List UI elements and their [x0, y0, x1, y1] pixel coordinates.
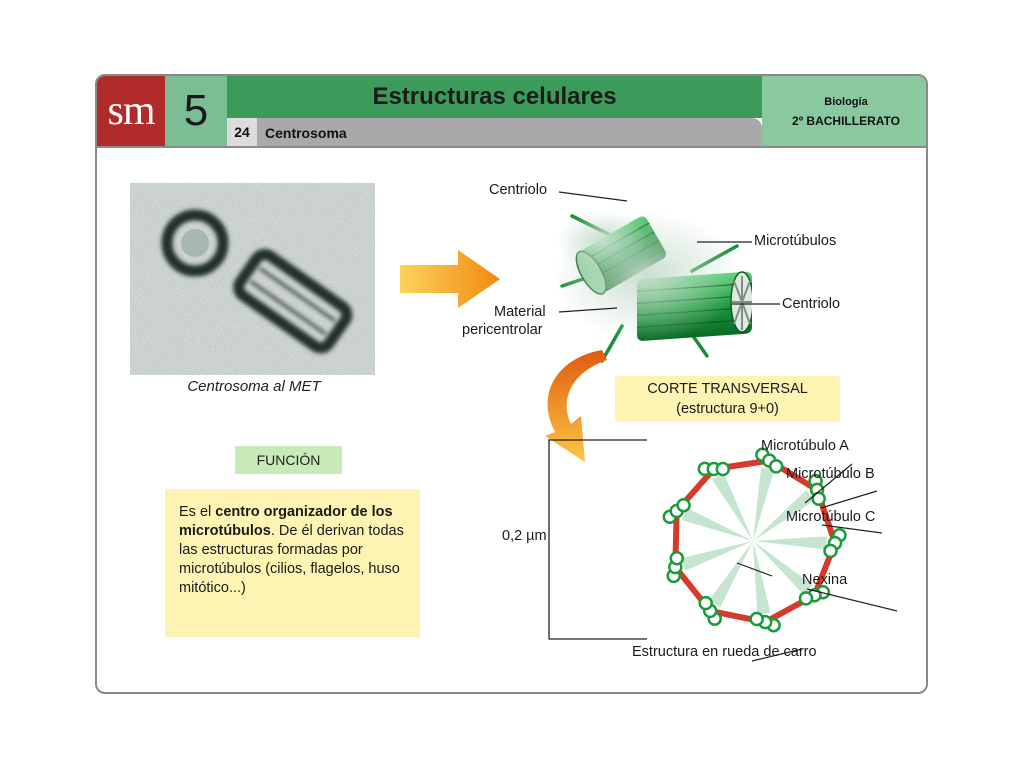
corte-transversal-box: CORTE TRANSVERSAL (estructura 9+0) [615, 376, 840, 422]
centrosome-3d-drawing [552, 211, 752, 363]
radial-spoke [753, 541, 771, 615]
slide-header: sm 5 Estructuras celulares 24 Centrosoma… [97, 76, 926, 146]
subject-label: Biología [824, 96, 868, 108]
section-title: Centrosoma [265, 125, 347, 141]
label-microtubulo-b: Microtúbulo B [786, 466, 875, 482]
corte-subtitle: (estructura 9+0) [676, 401, 779, 417]
description-bold: centro organizador de los microtúbulos [179, 504, 393, 539]
microtubule-circle [715, 461, 731, 477]
curved-arrow-icon [545, 350, 607, 462]
slide-card: sm 5 Estructuras celulares 24 Centrosoma… [95, 74, 928, 694]
label-pericentrolar: pericentrolar [462, 322, 543, 338]
course-badge: Biología 2º BACHILLERATO [762, 76, 926, 146]
description-text: Es el [179, 504, 216, 520]
label-centriolo-right: Centriolo [782, 296, 841, 312]
label-microtubulo-a: Microtúbulo A [761, 438, 849, 454]
section-bar: 24 Centrosoma [227, 118, 762, 146]
sm-logo: sm [97, 76, 165, 146]
photo-caption: Centrosoma al MET [187, 378, 321, 395]
section-number: 24 [227, 118, 257, 146]
label-microtubulos: Microtúbulos [754, 233, 837, 249]
microtubule-circle [823, 543, 838, 559]
description-text-rest: . De él derivan todas las estructuras fo… [179, 523, 404, 596]
microtubule-circle [698, 595, 713, 611]
microtubule-circle [811, 491, 826, 507]
radial-spoke [711, 473, 753, 541]
right-arrow-icon [400, 250, 500, 308]
radial-spoke [681, 507, 753, 541]
microtubule-circle [669, 550, 685, 566]
label-microtubulo-c: Microtúbulo C [786, 509, 876, 525]
page-title: Estructuras celulares [227, 76, 762, 118]
microtubule-circle [798, 591, 814, 606]
scale-label: 0,2 µm [502, 528, 547, 544]
microtubule-circle [768, 459, 784, 474]
header-divider [97, 146, 926, 148]
label-nexina: Nexina [802, 572, 848, 588]
leader-lines-3d [558, 191, 780, 313]
label-rueda-de-carro: Estructura en rueda de carro [632, 644, 817, 660]
radial-spoke [708, 541, 753, 608]
microtubule-circle [676, 497, 691, 513]
radial-spoke [753, 536, 827, 550]
function-description: Es el centro organizador de los microtúb… [165, 489, 420, 637]
radial-spoke [753, 541, 813, 595]
course-label: 2º BACHILLERATO [792, 114, 900, 128]
radial-spoke [681, 541, 753, 571]
label-material: Material [494, 304, 546, 320]
label-centriolo-top: Centriolo [489, 182, 548, 198]
function-label: FUNCIÓN [235, 446, 342, 474]
radial-spoke [753, 467, 775, 541]
met-micrograph [130, 183, 375, 375]
scale-bracket [548, 439, 647, 640]
corte-title: CORTE TRANSVERSAL [647, 381, 808, 397]
cross-section-diagram [548, 439, 898, 662]
radial-spoke [753, 489, 815, 541]
nexin-ring [672, 457, 838, 626]
unit-number: 5 [165, 76, 227, 146]
microtubule-circle [749, 611, 764, 627]
